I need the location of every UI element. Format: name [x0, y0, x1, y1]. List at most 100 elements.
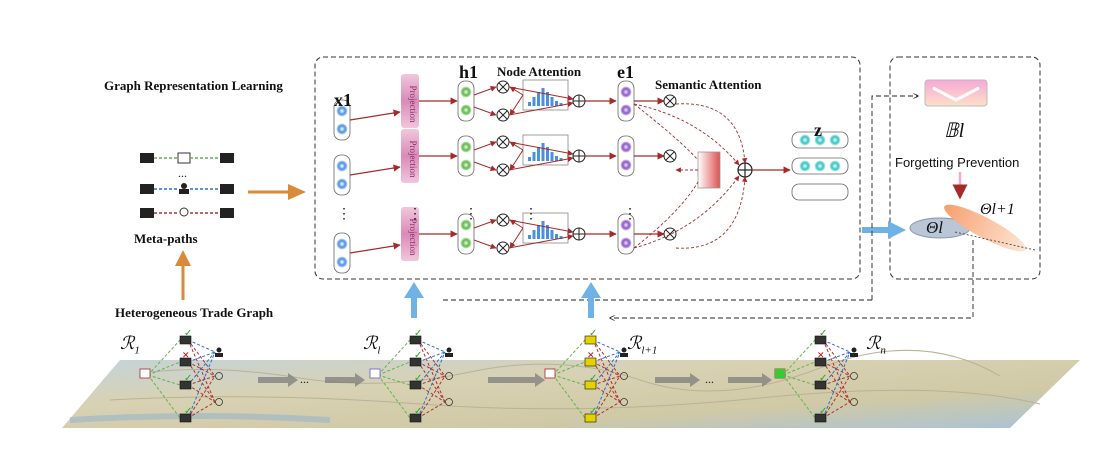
- meta-path-ellipsis: ...: [178, 166, 187, 180]
- shop-node: [814, 413, 827, 423]
- region-rl-label: ℛl: [363, 333, 381, 357]
- shop-node: [584, 413, 597, 423]
- region-graphs: ✓✕✓✓✓✓✓✓✓✕✓✓✓✕✓✓: [139, 328, 858, 423]
- z-vector: [791, 131, 849, 149]
- check-mark: ✓: [819, 373, 827, 384]
- check-mark: ✓: [414, 350, 422, 361]
- attention-bar: [532, 230, 536, 239]
- pipeline-row: Projection: [333, 74, 677, 141]
- meta-paths-label: Meta-paths: [134, 231, 198, 246]
- region-edge: [822, 351, 851, 419]
- clock-node: [215, 398, 223, 406]
- input-vector-x: [333, 232, 351, 274]
- region-edge: [782, 339, 816, 376]
- h1-symbol: h1: [459, 62, 479, 82]
- attention-bar: [550, 97, 554, 106]
- user-node: [445, 353, 453, 357]
- check-mark: ✓: [414, 406, 422, 417]
- check-mark: ✓: [184, 328, 192, 339]
- check-mark: ✓: [184, 406, 192, 417]
- region-flow-arrows: [258, 373, 772, 387]
- multiply-operator: [496, 213, 510, 227]
- region-edge: [187, 401, 216, 419]
- region-rl1-label: ℛl+1: [627, 333, 658, 357]
- h-to-mult-arrow: [473, 161, 497, 171]
- sum-operator: [737, 162, 753, 178]
- vertical-ellipsis-att: ⋮: [524, 207, 538, 222]
- region-edge: [592, 351, 621, 419]
- semantic-multiply-operator: [663, 94, 677, 108]
- shop-node: [409, 413, 422, 423]
- hidden-vector-h: [457, 213, 475, 255]
- user-node: [620, 353, 628, 357]
- attention-bar: [559, 103, 563, 106]
- shop-node: [409, 357, 422, 367]
- theta-l1-symbol: Θl+1: [980, 201, 1015, 218]
- region-edge: [147, 374, 181, 386]
- region-edge: [592, 339, 621, 377]
- projection-block: Projection: [401, 207, 419, 261]
- learning-to-forgetting-arrow: [862, 221, 906, 239]
- region-edge: [417, 384, 446, 403]
- heterogeneous-graph-label: Heterogeneous Trade Graph: [115, 305, 274, 320]
- cross-mark: ✕: [817, 350, 825, 360]
- region-edge: [552, 374, 586, 419]
- region-subgraph: ✓✕✓✓: [139, 328, 223, 423]
- output-embedding-z: [791, 131, 849, 201]
- attention-bar: [550, 152, 554, 161]
- attention-bar: [541, 143, 545, 161]
- user-node: [850, 353, 858, 357]
- theta-l-symbol: Θl: [926, 218, 943, 237]
- theta-parameters: [909, 204, 1036, 252]
- check-mark: ✓: [819, 406, 827, 417]
- add-operator: [572, 227, 586, 241]
- region-edge: [147, 374, 181, 419]
- hidden-vector-h: [457, 80, 475, 122]
- attention-bar: [546, 225, 549, 239]
- h-to-mult-arrow: [473, 141, 497, 151]
- check-mark: ✓: [414, 373, 422, 384]
- add-operator: [572, 149, 586, 163]
- add-operator: [572, 94, 586, 108]
- meta-path-to-learning-arrow: [248, 184, 306, 200]
- multiply-operator: [496, 241, 510, 255]
- attention-bar: [537, 92, 540, 106]
- meta-path-icons: [140, 152, 234, 218]
- region-edge: [822, 401, 851, 419]
- region-edge: [377, 339, 411, 376]
- x-to-projection-arrow: [349, 164, 401, 176]
- region-edge: [417, 351, 446, 386]
- region-edge: [187, 339, 216, 403]
- region-subgraph: ✓✓✓✓: [369, 328, 453, 423]
- z-symbol: z: [814, 120, 822, 140]
- clock-node: [215, 372, 223, 380]
- attention-bar: [559, 158, 563, 161]
- vertical-ellipsis-x: ⋮: [337, 207, 351, 222]
- region-edge: [592, 375, 621, 419]
- shop-node: [179, 357, 192, 367]
- check-mark: ✓: [589, 406, 597, 417]
- region-edge: [417, 361, 446, 403]
- semantic-attention-label: Semantic Attention: [655, 77, 762, 92]
- shop-node: [409, 335, 422, 345]
- x-to-projection-arrow: [349, 242, 401, 254]
- attention-bar: [541, 88, 545, 106]
- shop-node: [584, 380, 597, 390]
- shop-node: [814, 357, 827, 367]
- shop-node: [584, 335, 597, 345]
- region-edge: [417, 351, 446, 419]
- region-edge: [147, 361, 181, 376]
- attention-bar: [555, 101, 558, 106]
- user-node: [215, 353, 223, 357]
- check-mark: ✓: [589, 373, 597, 384]
- region-edge: [187, 351, 216, 386]
- attention-bar: [559, 236, 563, 239]
- region-edge: [822, 339, 851, 403]
- attention-bar: [528, 235, 531, 239]
- shop-node: [179, 335, 192, 345]
- attention-bar: [537, 225, 540, 239]
- feedback-dashed-paths: [440, 96, 974, 318]
- e1-symbol: e1: [617, 62, 634, 82]
